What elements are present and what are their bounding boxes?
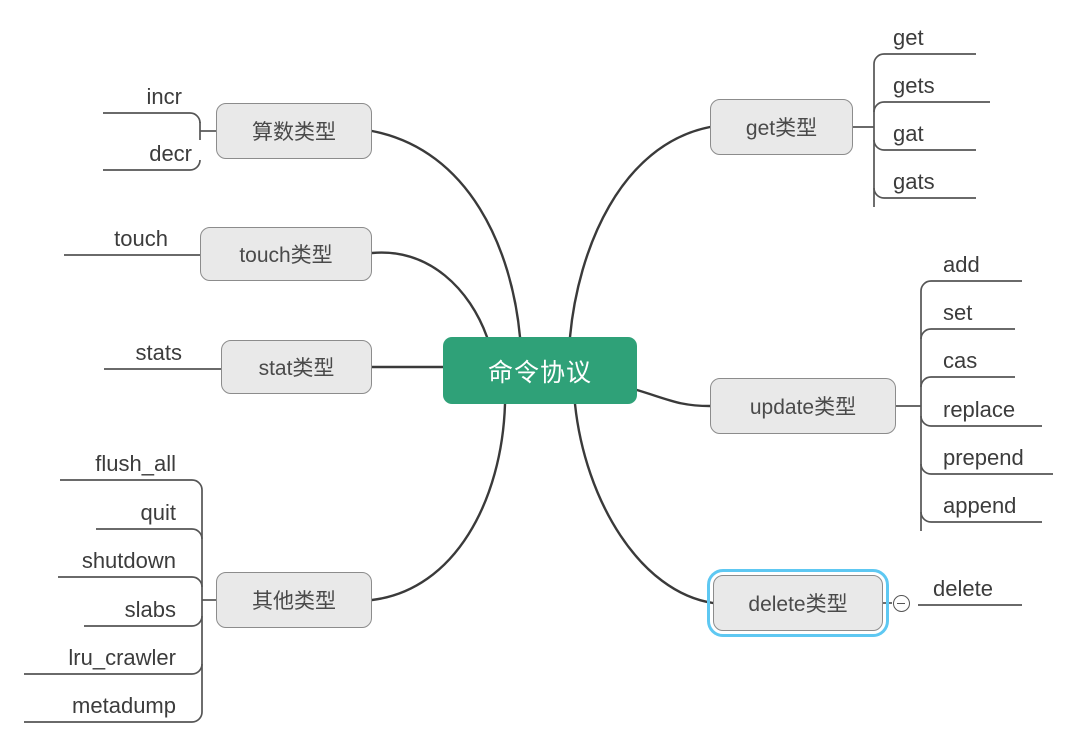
leaf-label-gets: gets <box>893 73 935 98</box>
underline-set <box>920 328 1015 340</box>
leaf-label-add: add <box>943 252 980 277</box>
leaf-add[interactable]: add <box>943 254 980 276</box>
leaf-set[interactable]: set <box>943 302 972 324</box>
leaf-gat[interactable]: gat <box>893 123 924 145</box>
edge-root-get <box>568 125 712 339</box>
branch-label-touch: touch类型 <box>239 244 333 267</box>
leaf-label-cas: cas <box>943 348 978 373</box>
underline-decr <box>103 159 201 171</box>
leaf-label-quit: quit <box>140 500 176 525</box>
underline-gat <box>873 139 976 151</box>
leaf-label-touch: touch <box>114 226 168 251</box>
leaf-label-replace: replace <box>943 397 1016 422</box>
leaf-label-shutdown: shutdown <box>81 548 176 573</box>
leaf-label-get: get <box>893 25 924 50</box>
branch-node-other[interactable]: 其他类型 <box>216 572 372 628</box>
underline-append <box>920 511 1042 523</box>
leaf-replace[interactable]: replace <box>943 399 1015 421</box>
branch-node-update[interactable]: update类型 <box>710 378 896 434</box>
edge-root-other <box>370 402 507 602</box>
leaf-label-slabs: slabs <box>124 597 176 622</box>
leaf-decr[interactable]: decr <box>149 143 192 165</box>
underline-gats <box>873 187 976 199</box>
branch-label-arith: 算数类型 <box>252 121 336 144</box>
leaf-label-flush_all: flush_all <box>95 451 176 476</box>
branch-label-stat: stat类型 <box>258 357 335 380</box>
leaf-label-set: set <box>943 300 973 325</box>
underline-replace <box>920 415 1042 427</box>
leaf-get[interactable]: get <box>893 27 924 49</box>
root-node[interactable]: 命令协议 <box>443 337 637 404</box>
branch-node-get[interactable]: get类型 <box>710 99 853 155</box>
leaf-touch[interactable]: touch <box>114 228 168 250</box>
leaf-incr[interactable]: incr <box>147 86 182 108</box>
leaf-label-prepend: prepend <box>943 445 1024 470</box>
underline-slabs <box>84 615 203 627</box>
collapse-toggle-icon[interactable] <box>893 595 910 612</box>
leaf-gats[interactable]: gats <box>893 171 935 193</box>
root-node-label: 命令协议 <box>487 358 592 387</box>
leaf-metadump[interactable]: metadump <box>72 695 176 717</box>
leaf-label-gat: gat <box>893 121 924 146</box>
leaf-quit[interactable]: quit <box>141 502 176 524</box>
underline-incr <box>103 112 201 124</box>
leaf-label-lru_crawler: lru_crawler <box>68 645 176 670</box>
edge-root-touch <box>370 251 489 339</box>
underline-get <box>873 53 976 65</box>
branch-label-delete: delete类型 <box>748 593 848 616</box>
underline-gets <box>873 101 990 113</box>
edge-root-arith <box>370 129 522 339</box>
branch-node-stat[interactable]: stat类型 <box>221 340 372 394</box>
branch-node-arith[interactable]: 算数类型 <box>216 103 372 159</box>
leaf-label-stats: stats <box>135 340 182 365</box>
branch-node-touch[interactable]: touch类型 <box>200 227 372 281</box>
underline-quit <box>96 528 203 540</box>
underline-flush_all <box>60 479 203 491</box>
leaf-slabs[interactable]: slabs <box>125 599 176 621</box>
underline-shutdown <box>58 576 203 588</box>
underline-add <box>920 280 1022 292</box>
leaf-stats[interactable]: stats <box>136 342 182 364</box>
leaf-label-gats: gats <box>893 169 935 194</box>
leaf-append[interactable]: append <box>943 495 1016 517</box>
edge-root-delete <box>573 402 715 605</box>
branch-label-other: 其他类型 <box>252 590 336 613</box>
leaf-cas[interactable]: cas <box>943 350 977 372</box>
leaf-prepend[interactable]: prepend <box>943 447 1024 469</box>
leaf-label-metadump: metadump <box>72 693 176 718</box>
leaf-label-append: append <box>943 493 1017 518</box>
branch-label-get: get类型 <box>745 117 818 140</box>
branch-node-delete[interactable]: delete类型 <box>707 569 889 637</box>
branch-label-update: update类型 <box>749 396 857 419</box>
leaf-shutdown[interactable]: shutdown <box>82 550 176 572</box>
leaf-gets[interactable]: gets <box>893 75 935 97</box>
leaf-delete[interactable]: delete <box>933 578 993 600</box>
underline-prepend <box>920 463 1053 475</box>
leaf-label-delete: delete <box>933 576 993 601</box>
leaf-flush_all[interactable]: flush_all <box>95 453 176 475</box>
leaf-label-incr: incr <box>146 84 182 109</box>
underline-cas <box>920 376 1015 388</box>
underline-lru_crawler <box>24 663 203 675</box>
leaf-lru_crawler[interactable]: lru_crawler <box>68 647 176 669</box>
edge-root-update <box>635 388 712 408</box>
underline-metadump <box>24 711 203 723</box>
leaf-label-decr: decr <box>149 141 192 166</box>
